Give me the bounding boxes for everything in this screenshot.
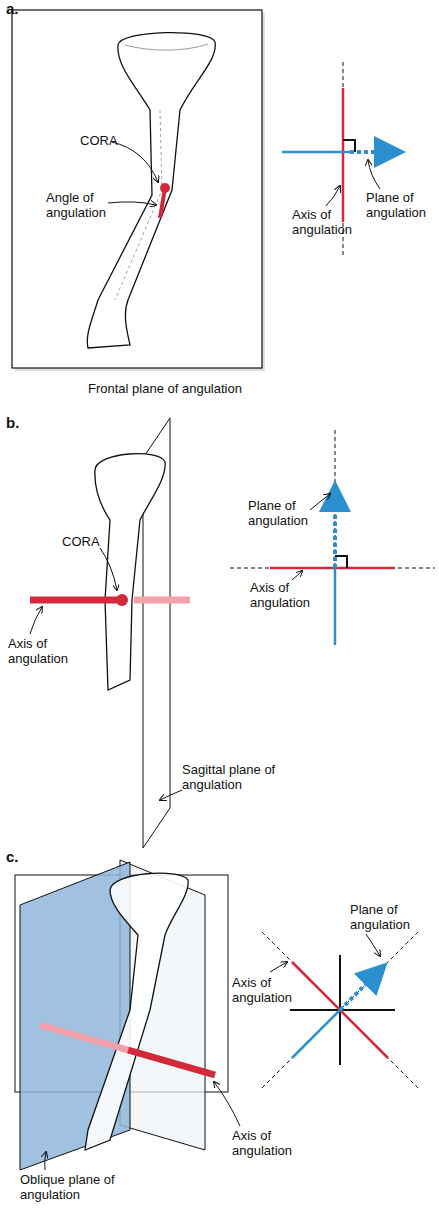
callout-label: Axis of angulation xyxy=(232,975,296,1005)
panel-caption: Frontal plane of angulation xyxy=(88,381,298,396)
callout-label: Axis of angulation xyxy=(8,636,78,666)
callout-label: Oblique plane of angulation xyxy=(20,1172,130,1202)
callout-label: CORA xyxy=(80,133,140,148)
panel-letter: b. xyxy=(6,414,36,431)
callout-label: Axis of angulation xyxy=(250,580,316,610)
panel-letter: c. xyxy=(6,848,36,865)
callout-label: Plane of angulation xyxy=(248,498,314,528)
callout-label: Axis of angulation xyxy=(292,207,362,237)
callout-label: Plane of angulation xyxy=(350,902,420,932)
callout-label: CORA xyxy=(62,534,122,549)
callout-label: Angle of angulation xyxy=(46,190,110,220)
callout-label: Sagittal plane of angulation xyxy=(182,762,292,792)
callout-label: Plane of angulation xyxy=(366,190,436,220)
panel-letter: a. xyxy=(6,0,36,17)
callout-label: Axis of angulation xyxy=(232,1128,302,1158)
